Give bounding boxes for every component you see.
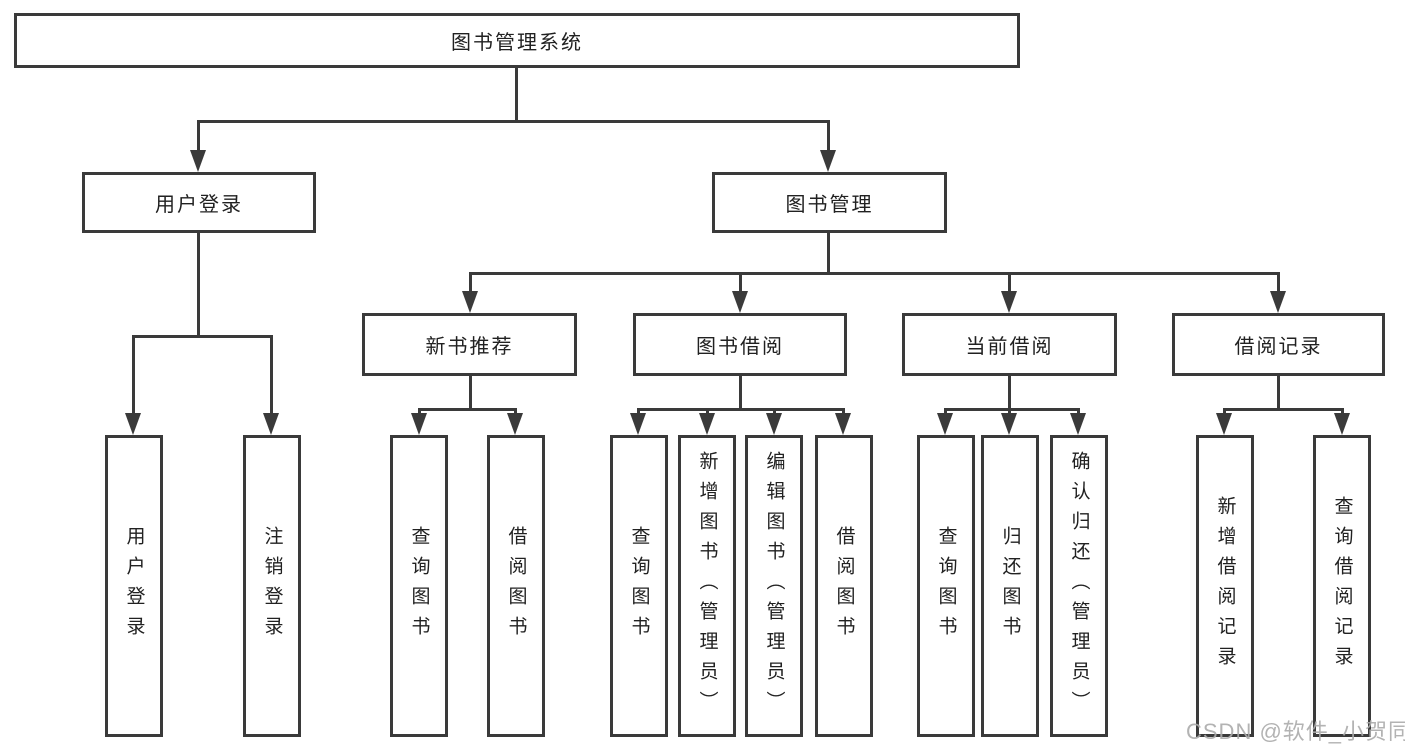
arrowhead-down-icon — [507, 413, 523, 435]
connector-line — [270, 335, 273, 413]
leaf-borrow-books-recommend: 借阅图书 — [487, 435, 545, 737]
connector-line — [197, 120, 200, 150]
leaf-add-borrow-record: 新增借阅记录 — [1196, 435, 1254, 737]
node-new-book-recommend: 新书推荐 — [362, 313, 577, 376]
arrowhead-down-icon — [190, 150, 206, 172]
leaf-add-book-admin: 新增图书（管理员） — [678, 435, 736, 737]
connector-line — [1223, 408, 1226, 414]
arrowhead-down-icon — [699, 413, 715, 435]
arrowhead-down-icon — [1001, 291, 1017, 313]
connector-line — [514, 408, 517, 414]
connector-line — [773, 408, 776, 414]
leaf-user-login: 用户登录 — [105, 435, 163, 737]
connector-line — [1008, 408, 1011, 414]
leaf-borrow-books: 借阅图书 — [815, 435, 873, 737]
leaf-query-books-borrow: 查询图书 — [610, 435, 668, 737]
connector-line — [1223, 408, 1344, 411]
arrowhead-down-icon — [630, 413, 646, 435]
connector-line — [739, 272, 742, 291]
arrowhead-down-icon — [1001, 413, 1017, 435]
arrowhead-down-icon — [937, 413, 953, 435]
leaf-edit-book-admin: 编辑图书（管理员） — [745, 435, 803, 737]
connector-line — [637, 408, 845, 411]
connector-line — [515, 68, 518, 120]
arrowhead-down-icon — [835, 413, 851, 435]
arrowhead-down-icon — [766, 413, 782, 435]
leaf-query-books-current: 查询图书 — [917, 435, 975, 737]
connector-line — [827, 233, 830, 272]
connector-line — [469, 376, 472, 408]
connector-line — [944, 408, 947, 414]
connector-line — [469, 272, 472, 291]
connector-line — [1341, 408, 1344, 414]
connector-line — [706, 408, 709, 414]
connector-line — [1277, 272, 1280, 291]
connector-line — [197, 120, 830, 123]
node-user-login: 用户登录 — [82, 172, 316, 233]
connector-line — [197, 233, 200, 335]
connector-line — [827, 120, 830, 150]
node-borrow-records: 借阅记录 — [1172, 313, 1385, 376]
leaf-confirm-return-admin: 确认归还（管理员） — [1050, 435, 1108, 737]
arrowhead-down-icon — [1216, 413, 1232, 435]
arrowhead-down-icon — [1334, 413, 1350, 435]
leaf-return-book: 归还图书 — [981, 435, 1039, 737]
connector-line — [418, 408, 421, 414]
connector-line — [469, 272, 1280, 275]
arrowhead-down-icon — [411, 413, 427, 435]
watermark: CSDN @软件_小贺同学 — [1186, 719, 1405, 744]
arrowhead-down-icon — [1270, 291, 1286, 313]
leaf-logout: 注销登录 — [243, 435, 301, 737]
leaf-query-books-recommend: 查询图书 — [390, 435, 448, 737]
connector-line — [637, 408, 640, 414]
arrowhead-down-icon — [820, 150, 836, 172]
connector-line — [944, 408, 1080, 411]
connector-line — [1277, 376, 1280, 408]
node-book-management: 图书管理 — [712, 172, 947, 233]
node-current-borrow: 当前借阅 — [902, 313, 1117, 376]
arrowhead-down-icon — [1070, 413, 1086, 435]
node-system-root: 图书管理系统 — [14, 13, 1020, 68]
connector-line — [1008, 376, 1011, 408]
node-book-borrow: 图书借阅 — [633, 313, 847, 376]
connector-line — [842, 408, 845, 414]
connector-line — [1077, 408, 1080, 414]
connector-line — [132, 335, 273, 338]
arrowhead-down-icon — [732, 291, 748, 313]
arrowhead-down-icon — [125, 413, 141, 435]
connector-line — [1008, 272, 1011, 291]
connector-line — [418, 408, 517, 411]
connector-line — [739, 376, 742, 408]
connector-line — [132, 335, 135, 413]
arrowhead-down-icon — [462, 291, 478, 313]
leaf-query-borrow-record: 查询借阅记录 — [1313, 435, 1371, 737]
arrowhead-down-icon — [263, 413, 279, 435]
